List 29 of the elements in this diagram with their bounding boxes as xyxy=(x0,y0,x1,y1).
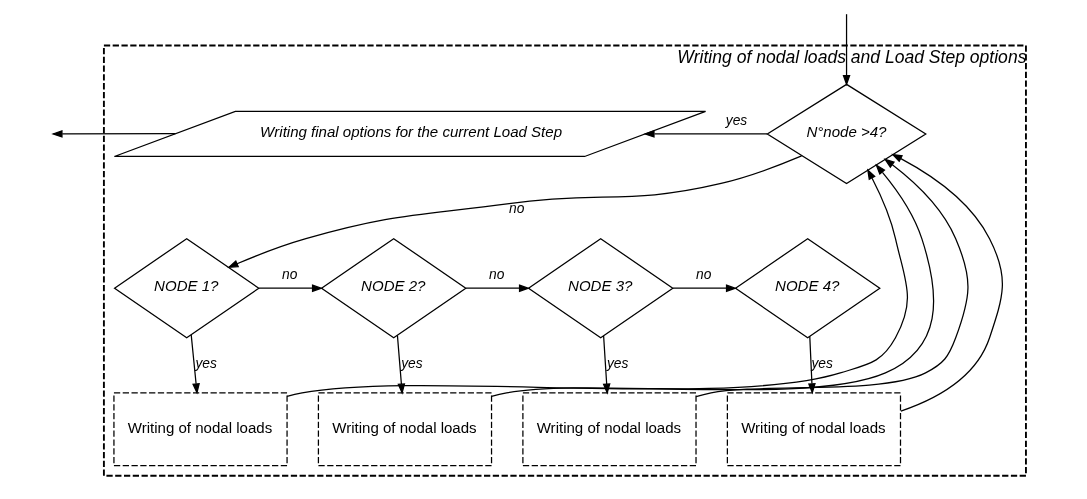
edge-label: yes xyxy=(725,112,747,128)
arrow xyxy=(190,334,200,395)
edge-label: no xyxy=(695,267,711,283)
edge-label: no xyxy=(488,267,504,283)
edge-label: yes xyxy=(606,355,628,371)
node-diamond: NODE 2? xyxy=(319,237,467,339)
arrow xyxy=(226,155,802,268)
arrow xyxy=(257,284,323,293)
node-diamond: NODE 3? xyxy=(526,237,674,339)
arrow xyxy=(642,129,768,138)
node-diamond: NODE 1? xyxy=(112,237,260,339)
edge-label: no xyxy=(281,267,297,283)
arrow xyxy=(807,335,816,395)
node-box: Writing of nodal loads xyxy=(521,392,697,467)
arrow xyxy=(890,153,1003,412)
arrow xyxy=(694,158,969,398)
edge-label: yes xyxy=(194,355,217,371)
arrow xyxy=(842,13,850,87)
node-diamond: NODE 4? xyxy=(733,237,881,339)
edge-label: no xyxy=(508,201,524,217)
node-box: Writing of nodal loads xyxy=(317,392,492,467)
node-box: Writing of nodal loads xyxy=(726,392,901,467)
node-diamond: N°node >4? xyxy=(765,83,927,185)
arrow xyxy=(396,334,405,395)
edge-label: yes xyxy=(400,355,423,371)
arrow xyxy=(464,284,530,293)
arrow xyxy=(50,129,176,138)
node-box: Writing of nodal loads xyxy=(112,392,288,467)
arrow xyxy=(671,284,737,293)
